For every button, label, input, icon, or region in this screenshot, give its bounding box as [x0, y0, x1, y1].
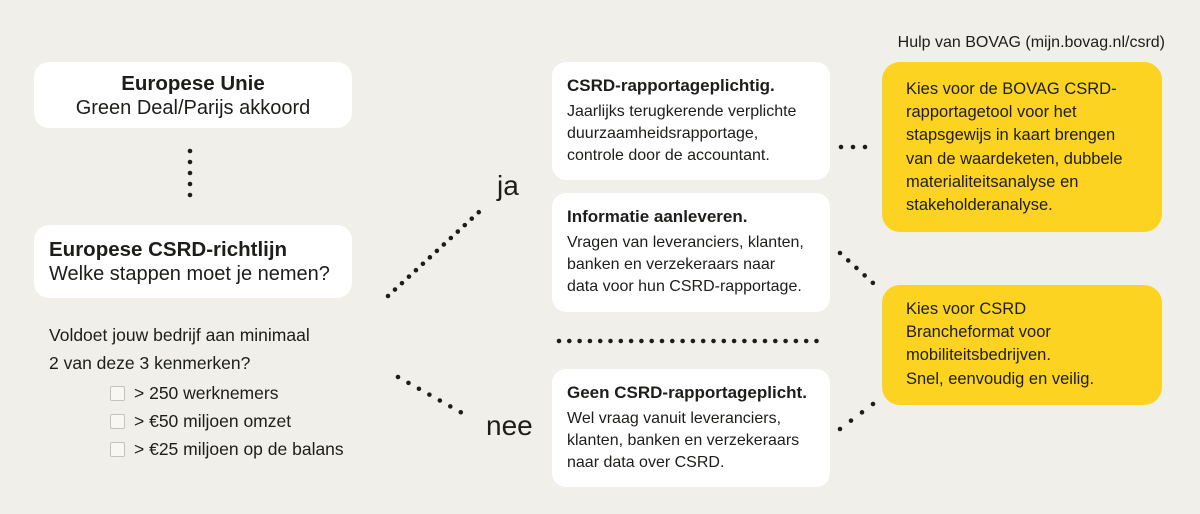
connector-nee-line: [395, 374, 474, 421]
rapportageplichtig-body: Jaarlijks terugkerende verplichte duurza…: [567, 103, 797, 164]
bovag-rapportagetool-box: Kies voor de BOVAG CSRD- rapportagetool …: [882, 62, 1162, 232]
help-heading: Hulp van BOVAG (mijn.bovag.nl/csrd): [897, 34, 1165, 51]
informatie-body: Vragen van leveranciers, klanten, banken…: [567, 234, 804, 295]
bovag-rapportagetool-text: Kies voor de BOVAG CSRD- rapportagetool …: [906, 80, 1123, 215]
branch-label-ja: ja: [497, 170, 519, 201]
csrd-brancheformat-box: Kies voor CSRD Brancheformat voor mobili…: [882, 285, 1162, 405]
criteria-label: > €25 miljoen op de balans: [134, 438, 344, 459]
connector-geen-to-format: [837, 401, 876, 432]
criteria-item-balans: > €25 miljoen op de balans: [110, 435, 344, 463]
rapportageplichtig-box: CSRD-rapportageplichtig. Jaarlijks terug…: [552, 62, 830, 180]
criteria-item-omzet: > €50 miljoen omzet: [110, 407, 344, 435]
checkbox-icon[interactable]: [110, 385, 125, 401]
checkbox-icon[interactable]: [110, 413, 125, 429]
geen-rapportageplicht-title: Geen CSRD-rapportageplicht.: [567, 383, 807, 402]
criteria-item-werknemers: > 250 werknemers: [110, 379, 344, 407]
csrd-richtlijn-box: Europese CSRD-richtlijn Welke stappen mo…: [34, 225, 352, 298]
eu-box-title: Europese Unie: [121, 71, 265, 95]
csrd-box-title: Europese CSRD-richtlijn: [49, 238, 288, 261]
criteria-label: > €50 miljoen omzet: [134, 410, 292, 431]
criteria-label: > 250 werknemers: [134, 382, 279, 403]
eu-box-subtitle: Green Deal/Parijs akkoord: [75, 96, 311, 119]
informatie-aanleveren-box: Informatie aanleveren. Vragen van levera…: [552, 193, 830, 312]
geen-rapportageplicht-body: Wel vraag vanuit leveranciers, klanten, …: [567, 410, 800, 471]
criteria-question: Voldoet jouw bedrijf aan minimaal 2 van …: [49, 325, 310, 373]
informatie-title: Informatie aanleveren.: [567, 207, 748, 226]
rapportageplichtig-title: CSRD-rapportageplichtig.: [567, 76, 775, 95]
checkbox-icon[interactable]: [110, 441, 125, 457]
csrd-box-subtitle: Welke stappen moet je nemen?: [49, 263, 330, 285]
eu-box: Europese Unie Green Deal/Parijs akkoord: [34, 62, 352, 128]
criteria-list: > 250 werknemers > €50 miljoen omzet > €…: [110, 379, 344, 463]
csrd-brancheformat-text: Kies voor CSRD Brancheformat voor mobili…: [906, 300, 1095, 388]
branch-label-nee: nee: [486, 410, 533, 441]
geen-rapportageplicht-box: Geen CSRD-rapportageplicht. Wel vraag va…: [552, 369, 830, 487]
connector-info-to-format: [837, 250, 876, 286]
connector-ja-line: [385, 209, 482, 299]
